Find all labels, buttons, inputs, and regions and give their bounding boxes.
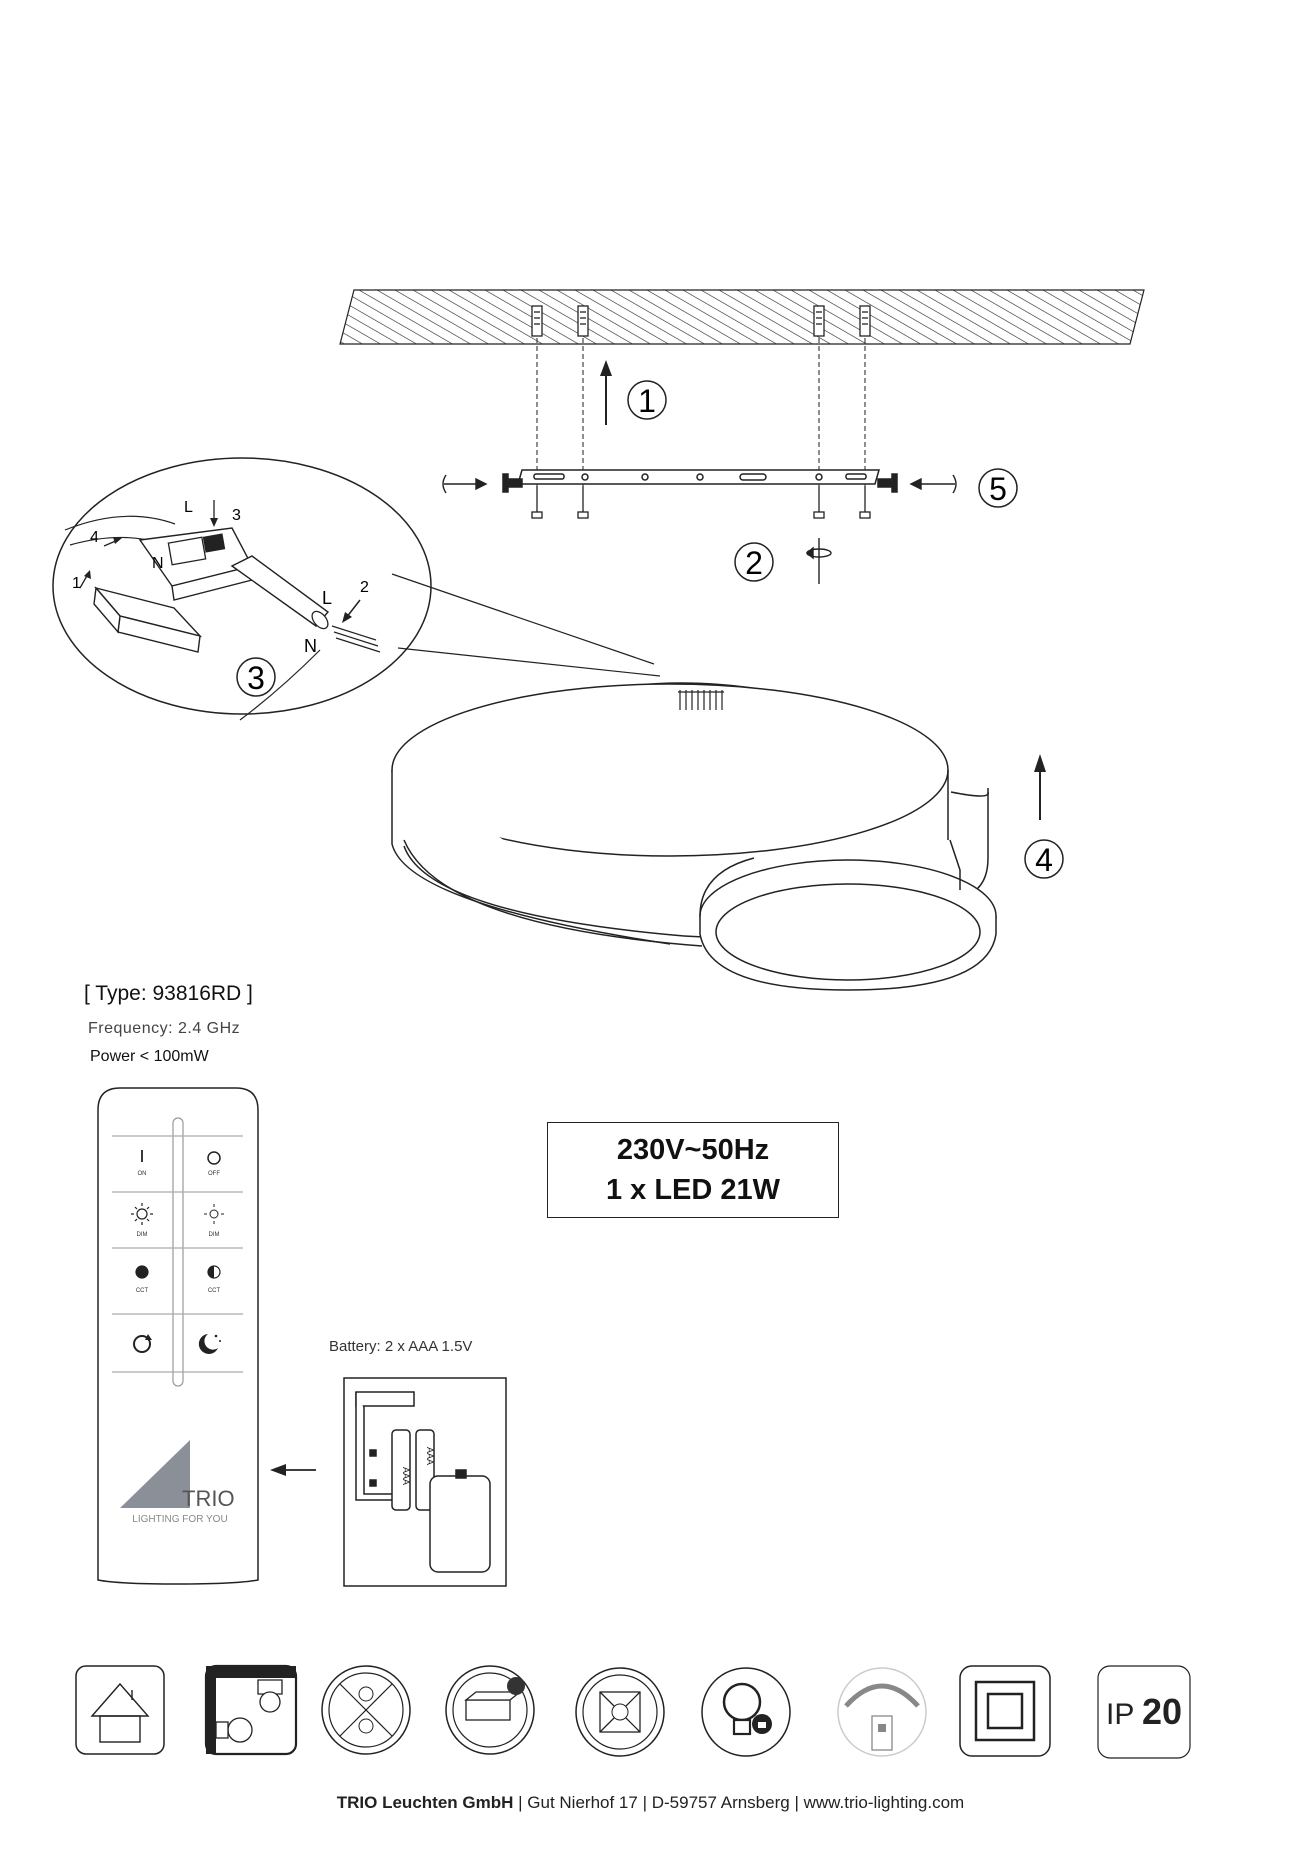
trio-logo: TRIO LIGHTING FOR YOU [120,1440,235,1525]
color-temp-warm-icon [135,1265,149,1279]
substep-3-label: 3 [232,507,241,524]
indoor-use-icon [75,1665,165,1755]
frequency-label: Frequency: 2.4 GHz [88,1020,241,1037]
step-5-marker: 5 [978,468,1018,508]
arrow-left-icon [270,1464,316,1476]
dimmer-switch-icon [837,1667,927,1757]
wiring-detail: L 3 4 N 1 L 2 N [52,457,661,721]
remote-control: ON OFF DIM DIM CCT CCT [97,1087,259,1585]
arrow-up-mount-icon [1034,754,1046,820]
rotate-arrow-left-icon [442,474,488,494]
ip-number: 20 [1142,1691,1182,1732]
footer-separator: | [794,1793,799,1812]
color-temp-cold-icon [207,1265,221,1279]
brand-name: TRIO [182,1486,235,1511]
dim-down-button-label: DIM [209,1232,220,1238]
neutral-label-terminal: N [152,555,164,572]
side-screw-left [502,473,523,493]
brand-slogan: LIGHTING FOR YOU [132,1514,227,1525]
company-address: Gut Nierhof 17 [527,1793,638,1812]
side-screw-right [877,473,898,493]
power-off-icon [207,1151,221,1165]
ceiling-hatch [339,289,1145,345]
led-not-replaceable-icon [321,1665,411,1755]
step-4-marker: 4 [1024,839,1064,879]
no-cover-insulation-icon [575,1667,665,1757]
dashed-guides [536,338,866,500]
footer: TRIO Leuchten GmbH | Gut Nierhof 17 | D-… [0,1793,1301,1813]
power-label: Power < 100mW [90,1048,209,1065]
ceiling-mount-icon [204,1664,298,1756]
dim-up-button-label: DIM [137,1232,148,1238]
step-4-number: 4 [1035,842,1053,878]
step-1-number: 1 [638,383,656,419]
lamp-spec: 1 x LED 21W [605,1174,781,1206]
ceiling-luminaire [391,682,997,991]
step-1-marker: 1 [627,380,667,420]
battery-cell-1-label: AAA [401,1467,411,1485]
cct-cold-button-label: CCT [208,1288,221,1294]
company-city: D-59757 Arnsberg [651,1793,790,1812]
rotate-screw-icon [805,538,832,584]
rotate-arrow-right-icon [909,474,957,494]
electrical-spec-box: 230V~50Hz 1 x LED 21W [547,1122,839,1218]
cct-warm-button-label: CCT [136,1288,149,1294]
night-mode-icon [198,1334,221,1354]
step-5-number: 5 [989,471,1007,507]
substep-2-label: 2 [360,579,369,596]
footer-separator: | [518,1793,523,1812]
driver-replaceable-icon [445,1665,535,1755]
protection-class-bulb-icon [701,1667,791,1757]
ip-rating-icon: IP 20 [1097,1665,1191,1759]
off-button-label: OFF [208,1171,220,1177]
wall-dowels [531,305,871,337]
screws [531,486,871,519]
live-label: L [184,499,193,516]
protection-class-2-icon [959,1665,1051,1757]
live-label-cable: L [322,588,332,608]
arrow-up-icon [600,360,612,425]
battery-cell-2-label: AAA [425,1447,435,1465]
brightness-down-icon [204,1204,224,1224]
on-button-label: ON [138,1171,147,1177]
neutral-label-cable: N [304,636,317,656]
substep-4-label: 4 [90,529,99,546]
voltage-spec: 230V~50Hz [616,1134,770,1166]
step-2-number: 2 [745,545,763,581]
step-3-number: 3 [247,660,265,696]
product-type-label: [ Type: 93816RD ] [84,982,253,1005]
ip-prefix: IP [1106,1698,1134,1731]
company-website: www.trio-lighting.com [803,1793,965,1812]
battery-label: Battery: 2 x AAA 1.5V [329,1338,473,1355]
mounting-bracket [517,469,880,485]
step-2-marker: 2 [734,542,774,582]
brightness-up-icon [131,1203,153,1225]
reset-icon [133,1334,152,1353]
substep-1-label: 1 [72,575,81,592]
footer-separator: | [642,1793,647,1812]
battery-compartment: AAA AAA [343,1377,507,1587]
company-name: TRIO Leuchten GmbH [336,1793,514,1812]
step-3-marker: 3 [236,657,276,697]
